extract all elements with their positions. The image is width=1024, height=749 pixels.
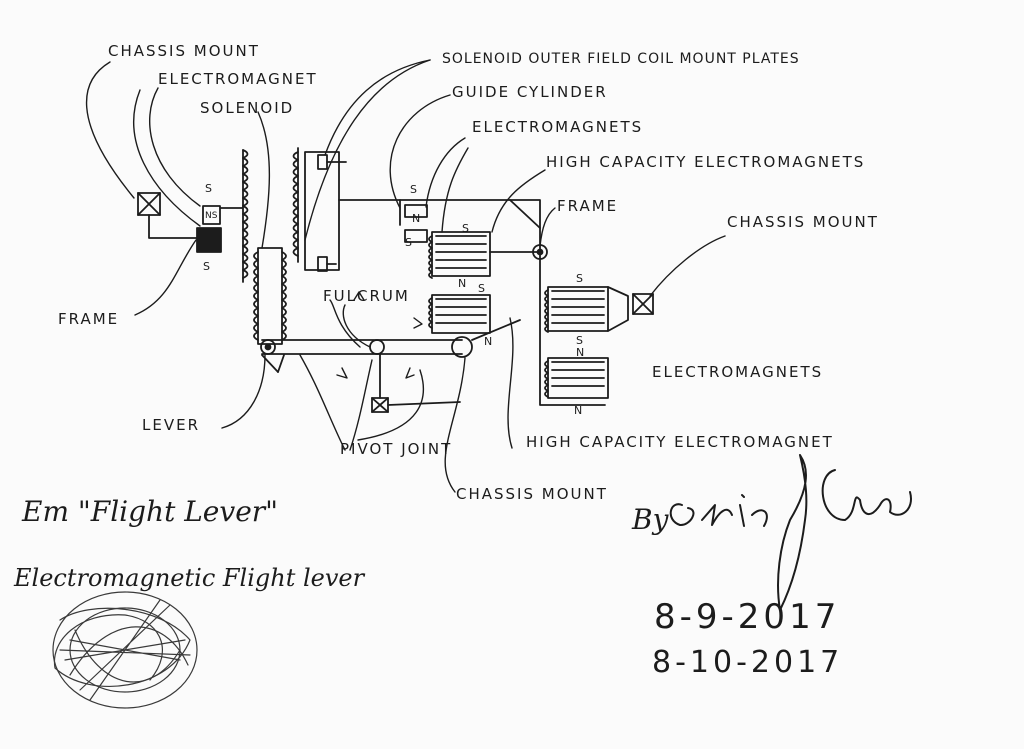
- electromagnet-right-upper: [544, 286, 629, 333]
- pole-n-5: N: [574, 404, 582, 417]
- frame-top-line: [338, 199, 606, 406]
- pole-s-8: S: [576, 334, 583, 347]
- chassis-mount-right: [632, 293, 654, 315]
- lever-end-pivot: [260, 339, 276, 355]
- label-lever: LEVER: [142, 416, 200, 434]
- pole-ns-1: NS: [205, 211, 218, 221]
- fulcrum-pivot: [369, 339, 385, 355]
- title-line-2: Electromagnetic Flight lever: [14, 564, 365, 592]
- pole-n-4: N: [576, 346, 584, 359]
- label-chassis-mount-right: CHASSIS MOUNT: [727, 213, 879, 231]
- pole-s-2: S: [203, 260, 210, 273]
- lever-bar: [261, 339, 463, 355]
- title-line-1: Em "Flight Lever": [22, 495, 279, 528]
- label-fulcrum: FULCRUM: [323, 287, 410, 305]
- frame-left-line: [148, 214, 198, 239]
- label-frame-left: FRAME: [58, 310, 120, 328]
- date-2: 8-10-2017: [652, 645, 844, 680]
- label-electromagnets-top: ELECTROMAGNETS: [472, 118, 644, 136]
- hc-electromagnet-lower: [428, 294, 491, 334]
- label-chassis-mount-bottom: CHASSIS MOUNT: [456, 485, 608, 503]
- label-high-capacity-electromagnets: HIGH CAPACITY ELECTROMAGNETS: [546, 153, 866, 171]
- pole-s-1: S: [205, 182, 212, 195]
- small-electromagnets: [404, 204, 428, 243]
- label-pivot-joint: PIVOT JOINT: [340, 440, 453, 458]
- pole-n-3: N: [484, 335, 492, 348]
- pole-s-5: S: [462, 222, 469, 235]
- label-guide-cylinder: GUIDE CYLINDER: [452, 83, 608, 101]
- guide-cylinder: [304, 151, 347, 272]
- pole-n-2: N: [458, 277, 466, 290]
- pole-n-1: N: [412, 212, 420, 225]
- pole-s-7: S: [576, 272, 583, 285]
- pole-s-4: S: [405, 236, 412, 249]
- electromagnet-left-body: [196, 227, 222, 253]
- solenoid-coil-right: [292, 147, 299, 263]
- hc-electromagnet-upper: [428, 231, 491, 279]
- pole-s-3: S: [410, 183, 417, 196]
- chassis-mount-left: [137, 192, 161, 216]
- electromagnet-right-lower: [544, 357, 609, 399]
- label-frame-right: FRAME: [557, 197, 619, 215]
- label-electromagnets-right: ELECTROMAGNETS: [652, 363, 824, 381]
- label-electromagnet-top: ELECTROMAGNET: [158, 70, 318, 88]
- pole-s-6: S: [478, 282, 485, 295]
- electromagnet-left-core: [202, 205, 221, 225]
- pivot-joint-mount: [371, 397, 389, 413]
- label-high-capacity-electromagnet: HIGH CAPACITY ELECTROMAGNET: [526, 433, 834, 451]
- stamp-seal: [52, 591, 198, 709]
- pole-labels: S NS S S N S S N S N S S N N: [203, 182, 584, 417]
- label-solenoid: SOLENOID: [200, 99, 295, 117]
- solenoid-coil-left: [242, 149, 249, 283]
- lever-right-pivot: [451, 336, 473, 358]
- label-chassis-mount-top: CHASSIS MOUNT: [108, 42, 260, 60]
- solenoid-plunger: [253, 247, 287, 345]
- label-solenoid-plates: SOLENOID OUTER FIELD COIL MOUNT PLATES: [442, 51, 800, 67]
- byline: By: [632, 503, 669, 536]
- motion-arrows: [336, 291, 423, 379]
- date-1: 8-9-2017: [654, 597, 841, 637]
- signature-drawing: [669, 454, 912, 611]
- leader-lines: [85, 59, 726, 493]
